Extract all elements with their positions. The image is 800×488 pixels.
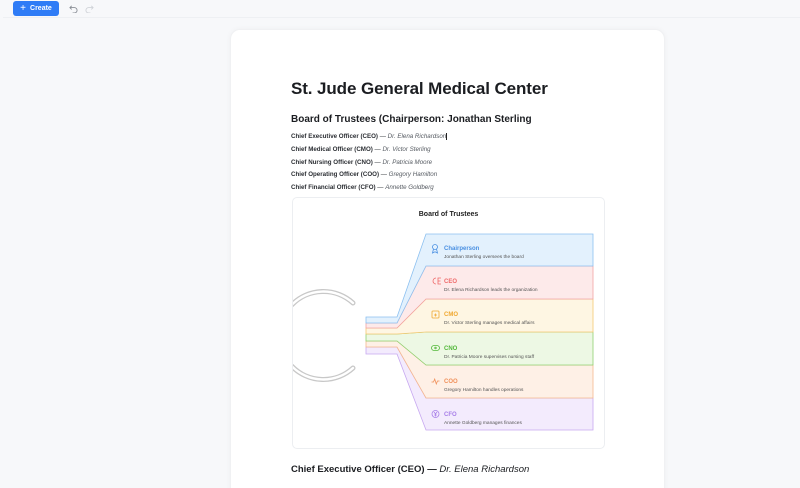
item-desc: Annette Goldberg manages finances [444,420,522,426]
officer-line[interactable]: Chief Executive Officer (CEO) — Dr. Elen… [291,132,447,140]
redo-button[interactable] [83,3,95,15]
document-card: St. Jude General Medical Center Board of… [230,29,665,488]
page-title: St. Jude General Medical Center [291,79,548,98]
ceo-heading: Chief Executive Officer (CEO) — Dr. Elen… [291,464,530,475]
section-heading: Board of Trustees (Chairperson: Jonathan… [291,114,532,125]
item-desc: Dr. Victor Sterling manages medical affa… [444,320,535,326]
create-button[interactable]: + Create [13,1,59,16]
yen-coin-icon [431,410,440,418]
plus-icon: + [20,2,27,14]
award-icon [431,244,439,254]
officer-line[interactable]: Chief Financial Officer (CFO) — Annette … [291,184,434,192]
item-label: COO [444,379,458,385]
item-desc: Jonathan Sterling oversees the board [444,254,524,260]
create-label: Create [30,5,52,12]
ring-shape [293,289,356,382]
text-cursor [446,132,447,140]
item-label: CMO [444,312,458,318]
undo-icon [68,5,77,13]
item-desc: Gregory Hamilton handles operations [444,387,524,393]
officer-line[interactable]: Chief Nursing Officer (CNO) — Dr. Patric… [291,158,433,166]
ce-icon [432,277,441,285]
board-diagram[interactable]: Board of Trustees [292,197,605,449]
item-label: CEO [444,279,457,285]
item-label: CFO [444,412,457,418]
toolbar-divider [3,17,800,18]
band-chairperson [365,233,594,324]
item-desc: Dr. Elena Richardson leads the organizat… [444,287,538,293]
item-desc: Dr. Patricia Moore supervises nursing st… [444,354,535,360]
officer-list: Chief Executive Officer (CEO) — Dr. Elen… [291,131,447,195]
diagram-title: Board of Trustees [418,211,479,218]
officer-line[interactable]: Chief Medical Officer (CMO) — Dr. Victor… [291,145,431,153]
activity-icon [431,377,440,386]
toolbar: + Create [0,0,800,17]
undo-button[interactable] [67,3,79,15]
bandage-icon [431,345,440,351]
diagram-canvas: Chairperson Jonathan Sterling oversees t… [293,233,594,431]
item-label: CNO [444,346,458,352]
redo-icon [85,5,94,13]
item-label: Chairperson [444,246,480,252]
medical-kit-icon [431,310,440,319]
officer-line[interactable]: Chief Operating Officer (COO) — Gregory … [291,171,438,179]
